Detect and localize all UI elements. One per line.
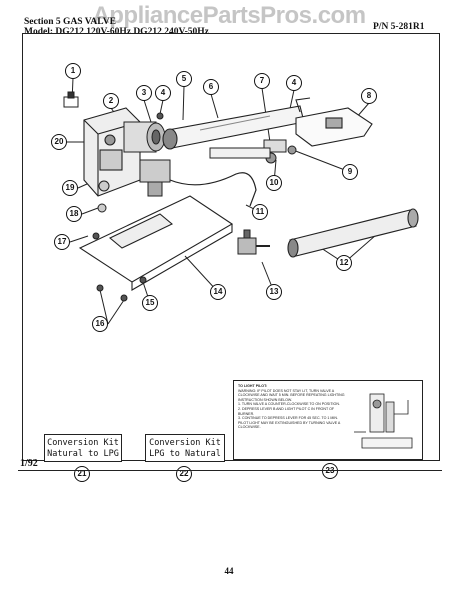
part-4-screw [156, 112, 164, 120]
footer-rule [18, 470, 442, 471]
part-13-shutoff-valve [237, 229, 270, 255]
part-9-fitting [287, 145, 297, 155]
part-14-base-plate [78, 195, 234, 291]
callout-13: 13 [266, 284, 282, 300]
callout-22: 22 [176, 466, 192, 482]
callout-16: 16 [92, 316, 108, 332]
page-number: 44 [224, 566, 234, 576]
part-12-manifold [287, 208, 419, 258]
conversion-kit-22-box: Conversion Kit LPG to Natural [145, 434, 225, 462]
section-title: Section 5 GAS VALVE [24, 17, 116, 27]
pilot-lighting-instructions: TO LIGHT PILOT: WARNING: IF PILOT DOES N… [233, 380, 423, 460]
part-8-bracket [295, 97, 373, 147]
kit-21-line2: Natural to LPG [47, 449, 119, 459]
pilot-valve-illustration [354, 393, 413, 449]
callout-11: 11 [252, 204, 268, 220]
instructions-step3: 3. CONTINUE TO DEPRESS LEVER FOR 45 SEC.… [238, 416, 338, 421]
callout-6: 6 [203, 79, 219, 95]
callout-20: 20 [51, 134, 67, 150]
part-2-3-valve-head [123, 121, 166, 153]
part-11-tubing [169, 172, 257, 207]
callout-4b: 4 [286, 75, 302, 91]
conversion-kit-21-box: Conversion Kit Natural to LPG [44, 434, 122, 462]
instructions-step4: PILOT LIGHT MAY BE EXTINGUISHED BY TURNI… [238, 420, 341, 430]
callout-23: 23 [322, 463, 338, 479]
part-18-19-fittings [97, 159, 171, 213]
callout-9: 9 [342, 164, 358, 180]
part-7-pilot [209, 139, 287, 164]
callout-15: 15 [142, 295, 158, 311]
instructions-title: TO LIGHT PILOT: [238, 384, 268, 388]
callout-10: 10 [266, 175, 282, 191]
callout-1: 1 [65, 63, 81, 79]
kit-21-line1: Conversion Kit [47, 438, 119, 448]
callout-21: 21 [74, 466, 90, 482]
callout-7: 7 [254, 73, 270, 89]
kit-22-line1: Conversion Kit [149, 438, 221, 448]
footer-date: 1/92 [20, 458, 38, 469]
callout-12: 12 [336, 255, 352, 271]
watermark: AppliancePartsPros.com [92, 2, 366, 29]
instructions-warning: WARNING: IF PILOT DOES NOT STAY LIT, TUR… [238, 388, 345, 402]
instructions-step1: 1. TURN VALVE A COUNTER-CLOCKWISE TO ON … [238, 402, 340, 407]
callout-19: 19 [62, 180, 78, 196]
callout-3: 3 [136, 85, 152, 101]
part-number: P/N 5-281R1 [373, 22, 425, 32]
callout-8: 8 [361, 88, 377, 104]
kit-22-line2: LPG to Natural [149, 449, 221, 459]
callout-2: 2 [103, 93, 119, 109]
diagram-frame [22, 33, 440, 461]
model-line: Model: DG212 120V-60Hz DG212 240V-50Hz [24, 27, 209, 37]
parts-15-17-screws [92, 232, 147, 302]
part-6-burner-tube [162, 105, 305, 150]
callout-14: 14 [210, 284, 226, 300]
part-1-bracket [63, 91, 79, 108]
callout-18: 18 [66, 206, 82, 222]
instructions-step2: 2. DEPRESS LEVER B AND LIGHT PILOT C IN … [238, 406, 335, 416]
callout-4a: 4 [155, 85, 171, 101]
callout-17: 17 [54, 234, 70, 250]
callout-5: 5 [176, 71, 192, 87]
